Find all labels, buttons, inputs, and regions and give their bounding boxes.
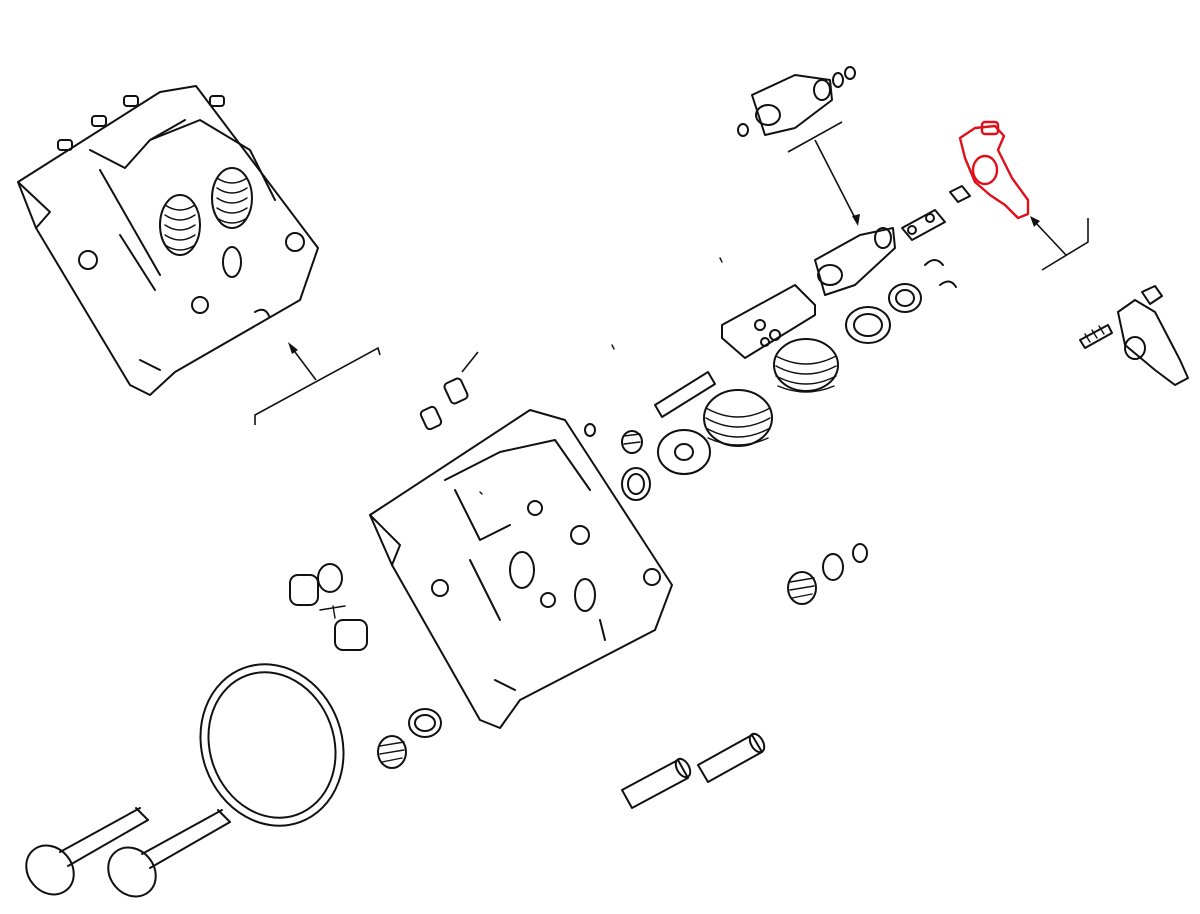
rocker-shaft-bracket-top <box>737 66 860 226</box>
stray-marks <box>479 257 723 495</box>
rocker-shaft-bracket <box>814 227 896 296</box>
rocker-support <box>721 284 816 359</box>
spacer-piece <box>901 185 971 241</box>
head-gasket-ring <box>199 663 345 827</box>
valve-seals-right <box>787 543 868 605</box>
cylinder-head-casting <box>369 409 673 729</box>
valve-springs <box>703 338 839 447</box>
push-rod <box>654 371 716 418</box>
rocker-arrow <box>1030 216 1089 271</box>
spring-seats <box>584 423 711 501</box>
exhaust-valve <box>107 809 231 898</box>
core-plugs-top <box>419 351 479 431</box>
rocker-arm <box>958 120 1030 220</box>
seals-middle <box>845 259 957 344</box>
valve-seals-lower <box>377 708 442 769</box>
intake-valve <box>25 807 149 896</box>
assembled-cylinder-head <box>17 85 319 396</box>
valve-guides <box>621 732 766 809</box>
plug-and-seal-group-left <box>289 563 368 651</box>
assembly-arrow <box>254 342 381 425</box>
rocker-arm-assembly <box>1079 285 1189 386</box>
